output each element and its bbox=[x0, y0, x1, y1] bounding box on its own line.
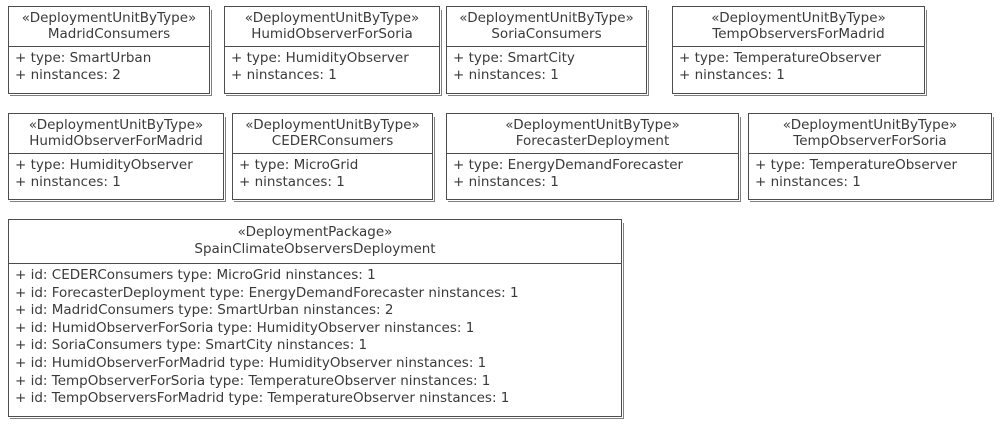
unit-attribute-list: + type: MicroGrid+ ninstances: 1 bbox=[233, 154, 432, 199]
deployment-unit-box[interactable]: «DeploymentUnitByType»ForecasterDeployme… bbox=[446, 113, 741, 202]
unit-name: CEDERConsumers bbox=[271, 133, 394, 149]
package-stereotype: «DeploymentPackage» bbox=[237, 224, 393, 240]
unit-attribute: + type: TemperatureObserver bbox=[755, 157, 958, 173]
package-entry: + id: MadridConsumers type: SmartUrban n… bbox=[15, 302, 394, 319]
package-entry-list: + id: CEDERConsumers type: MicroGrid nin… bbox=[9, 264, 621, 416]
package-entry: + id: TempObserversForMadrid type: Tempe… bbox=[15, 390, 510, 407]
unit-header: «DeploymentUnitByType»TempObserversForMa… bbox=[673, 7, 924, 47]
deployment-unit-box[interactable]: «DeploymentUnitByType»TempObserverForSor… bbox=[748, 113, 994, 202]
package-entry: + id: HumidObserverForMadrid type: Humid… bbox=[15, 354, 487, 371]
package-entry: + id: CEDERConsumers type: MicroGrid nin… bbox=[15, 267, 376, 283]
unit-attribute: + ninstances: 1 bbox=[755, 174, 861, 190]
unit-stereotype: «DeploymentUnitByType» bbox=[244, 10, 420, 26]
unit-header: «DeploymentUnitByType»SoriaConsumers bbox=[447, 7, 646, 47]
unit-name: TempObserversForMadrid bbox=[712, 26, 885, 42]
deployment-package-box[interactable]: «DeploymentPackage»SpainClimateObservers… bbox=[8, 219, 624, 419]
unit-header: «DeploymentUnitByType»MadridConsumers bbox=[9, 7, 209, 47]
unit-name: HumidObserverForSoria bbox=[251, 26, 413, 42]
unit-attribute: + ninstances: 1 bbox=[453, 67, 559, 83]
unit-name: TempObserverForSoria bbox=[793, 133, 947, 149]
package-entry: + id: ForecasterDeployment type: EnergyD… bbox=[15, 284, 519, 301]
deployment-unit-box[interactable]: «DeploymentUnitByType»MadridConsumers+ t… bbox=[8, 6, 212, 96]
unit-attribute: + ninstances: 1 bbox=[231, 67, 337, 83]
unit-header: «DeploymentUnitByType»CEDERConsumers bbox=[233, 114, 432, 154]
unit-stereotype: «DeploymentUnitByType» bbox=[28, 117, 204, 133]
unit-stereotype: «DeploymentUnitByType» bbox=[21, 10, 197, 26]
unit-attribute: + type: MicroGrid bbox=[239, 157, 359, 173]
deployment-unit-box[interactable]: «DeploymentUnitByType»HumidObserverForMa… bbox=[8, 113, 226, 202]
unit-attribute: + type: HumidityObserver bbox=[231, 50, 409, 66]
unit-header: «DeploymentUnitByType»HumidObserverForSo… bbox=[225, 7, 439, 47]
unit-attribute-list: + type: SmartCity+ ninstances: 1 bbox=[447, 47, 646, 93]
deployment-unit-box[interactable]: «DeploymentUnitByType»TempObserversForMa… bbox=[672, 6, 927, 96]
package-name: SpainClimateObserversDeployment bbox=[194, 241, 436, 257]
unit-attribute-list: + type: HumidityObserver+ ninstances: 1 bbox=[9, 154, 223, 199]
unit-attribute: + ninstances: 1 bbox=[679, 67, 785, 83]
unit-attribute: + ninstances: 2 bbox=[15, 67, 121, 83]
unit-attribute: + type: HumidityObserver bbox=[15, 157, 193, 173]
unit-attribute-list: + type: TemperatureObserver+ ninstances:… bbox=[749, 154, 991, 199]
unit-attribute-list: + type: EnergyDemandForecaster+ ninstanc… bbox=[447, 154, 738, 199]
package-entry: + id: TempObserverForSoria type: Tempera… bbox=[15, 372, 491, 389]
unit-name: SoriaConsumers bbox=[491, 26, 602, 42]
unit-attribute: + type: SmartCity bbox=[453, 50, 575, 66]
unit-stereotype: «DeploymentUnitByType» bbox=[459, 10, 634, 26]
unit-name: ForecasterDeployment bbox=[515, 133, 670, 149]
unit-name: HumidObserverForMadrid bbox=[29, 133, 203, 149]
deployment-unit-box[interactable]: «DeploymentUnitByType»SoriaConsumers+ ty… bbox=[446, 6, 649, 96]
unit-header: «DeploymentUnitByType»HumidObserverForMa… bbox=[9, 114, 223, 154]
unit-stereotype: «DeploymentUnitByType» bbox=[245, 117, 420, 133]
deployment-unit-box[interactable]: «DeploymentUnitByType»HumidObserverForSo… bbox=[224, 6, 442, 96]
unit-attribute-list: + type: SmartUrban+ ninstances: 2 bbox=[9, 47, 209, 93]
unit-attribute-list: + type: TemperatureObserver+ ninstances:… bbox=[673, 47, 924, 93]
unit-attribute: + type: EnergyDemandForecaster bbox=[453, 157, 684, 173]
deployment-unit-box[interactable]: «DeploymentUnitByType»CEDERConsumers+ ty… bbox=[232, 113, 435, 202]
package-header: «DeploymentPackage»SpainClimateObservers… bbox=[9, 220, 621, 264]
unit-stereotype: «DeploymentUnitByType» bbox=[782, 117, 958, 133]
unit-attribute-list: + type: HumidityObserver+ ninstances: 1 bbox=[225, 47, 439, 93]
unit-attribute: + type: SmartUrban bbox=[15, 50, 152, 66]
unit-attribute: + ninstances: 1 bbox=[239, 174, 345, 190]
unit-header: «DeploymentUnitByType»ForecasterDeployme… bbox=[447, 114, 738, 154]
package-entry: + id: HumidObserverForSoria type: Humidi… bbox=[15, 319, 475, 336]
unit-attribute: + type: TemperatureObserver bbox=[679, 50, 882, 66]
package-entry: + id: SoriaConsumers type: SmartCity nin… bbox=[15, 337, 368, 354]
unit-attribute: + ninstances: 1 bbox=[453, 174, 559, 190]
unit-header: «DeploymentUnitByType»TempObserverForSor… bbox=[749, 114, 991, 154]
unit-stereotype: «DeploymentUnitByType» bbox=[505, 117, 680, 133]
unit-name: MadridConsumers bbox=[47, 26, 171, 42]
unit-attribute: + ninstances: 1 bbox=[15, 174, 121, 190]
unit-stereotype: «DeploymentUnitByType» bbox=[711, 10, 886, 26]
